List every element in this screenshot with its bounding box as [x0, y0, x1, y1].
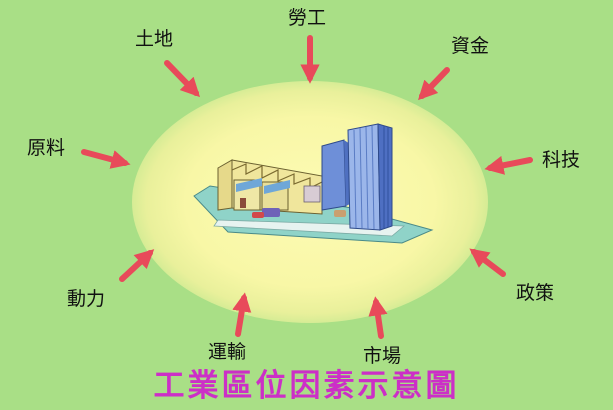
arrow-capital — [418, 67, 450, 101]
factor-label-market: 市場 — [363, 345, 402, 367]
factor-label-land: 土地 — [135, 28, 174, 50]
factor-label-transport: 運輸 — [208, 341, 247, 363]
arrow-raw-materials — [81, 149, 131, 169]
arrows — [81, 35, 533, 339]
arrow-land — [164, 60, 201, 98]
arrow-technology — [484, 155, 533, 175]
factor-label-labor: 勞工 — [288, 7, 327, 29]
arrow-transport — [232, 292, 252, 337]
factor-label-power: 動力 — [67, 288, 106, 310]
arrow-market — [368, 296, 388, 339]
factor-label-raw-materials: 原料 — [27, 137, 66, 159]
diagram-caption: 工業區位因素示意圖 — [153, 368, 460, 404]
arrow-power — [119, 249, 155, 282]
factor-label-capital: 資金 — [451, 35, 490, 57]
factor-label-policy: 政策 — [516, 282, 555, 304]
factor-label-technology: 科技 — [542, 149, 581, 171]
factory-illustration — [193, 123, 434, 244]
arrow-policy — [469, 248, 506, 277]
